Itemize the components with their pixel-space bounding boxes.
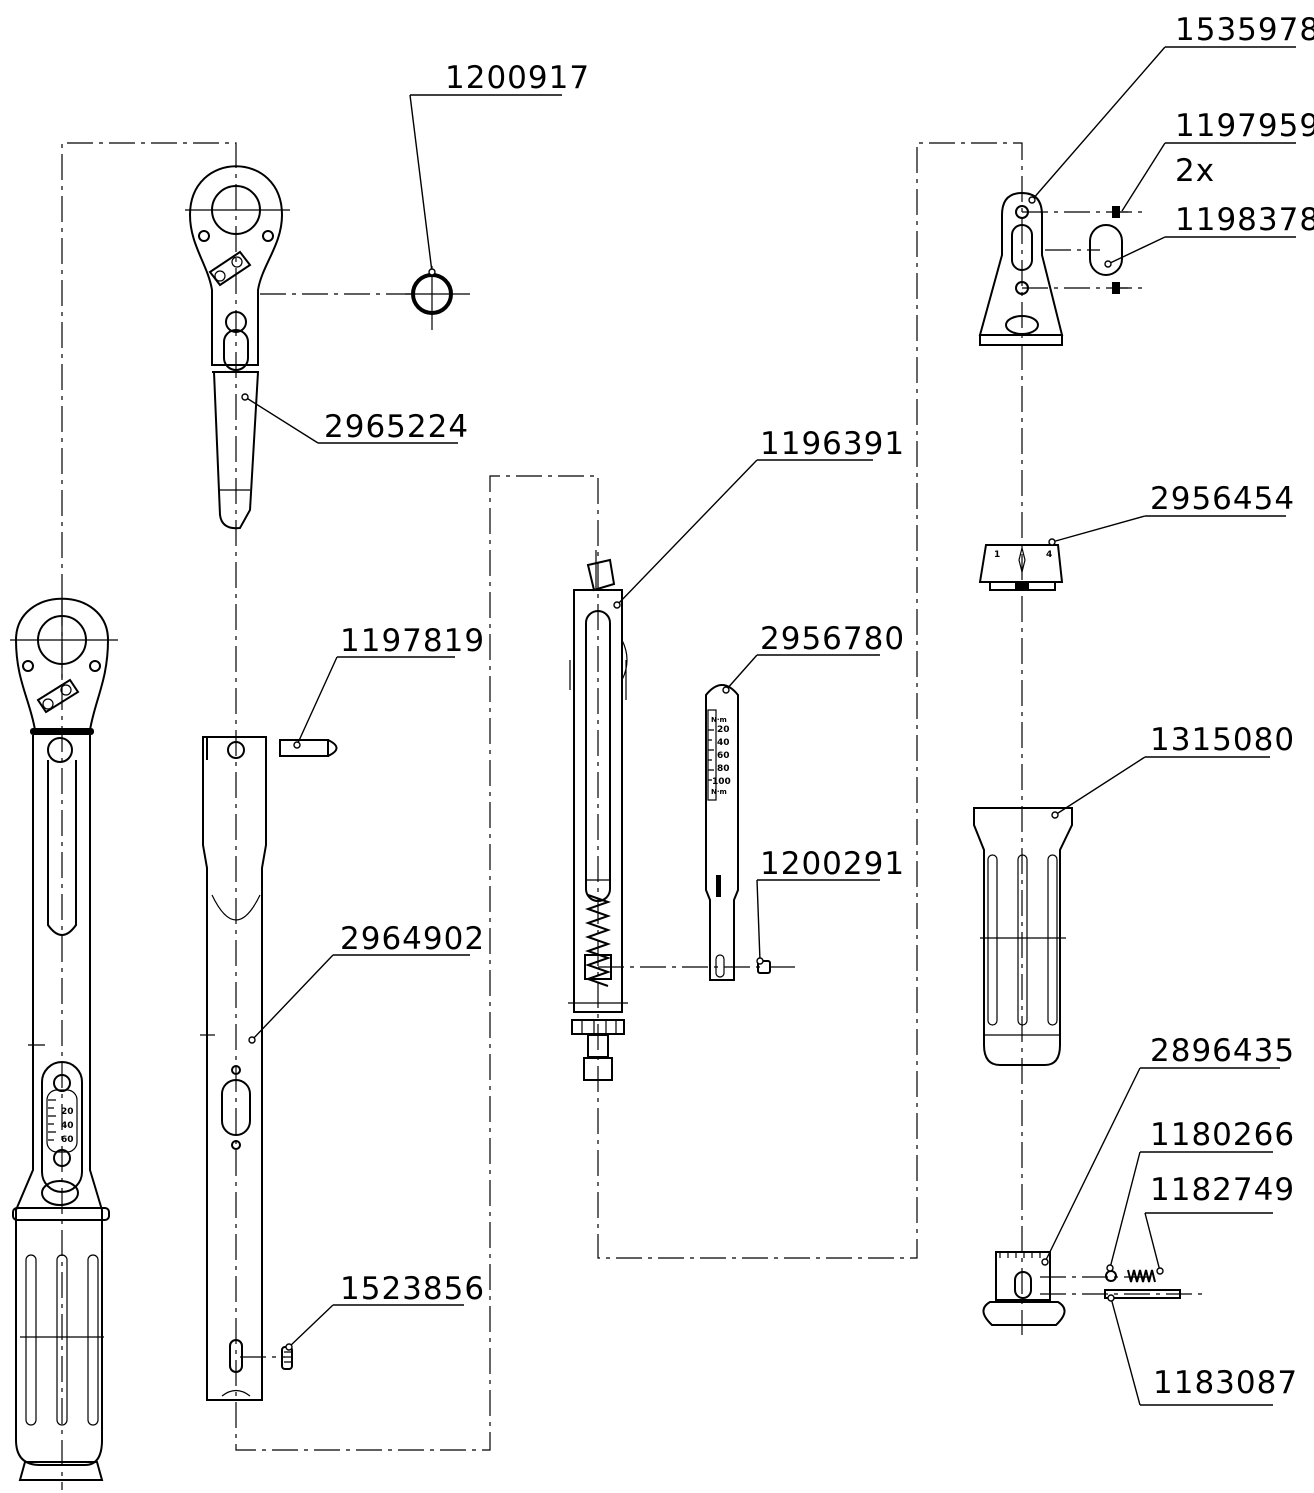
tube-2964902 [200,736,267,1401]
screw-1200291 [757,960,795,974]
part-label-2956780: 2956780 [760,621,905,657]
mechanism-1196391 [568,550,628,1081]
part-quantity-1197959: 2x [1175,153,1215,189]
scale-unit-label: N·m [711,716,727,724]
scale-tick-label: 20 [717,725,730,735]
scale-tick-label: 20 [61,1107,74,1117]
part-label-1182749: 1182749 [1150,1172,1295,1208]
end-bracket-1535978 [978,191,1064,346]
part-label-1198378: 1198378 [1175,202,1314,238]
part-label-2965224: 2965224 [324,409,469,445]
scale-tick-label: 40 [61,1121,74,1131]
assembled-torque-wrench: 20 40 60 [10,597,118,1481]
part-label-1196391: 1196391 [760,426,905,462]
scale-tick-label: 60 [61,1135,74,1145]
scale-tick-label: 60 [717,751,730,761]
part-label-1197959: 1197959 [1175,108,1314,144]
part-label-1183087: 1183087 [1153,1365,1298,1401]
scale-tick-label: 100 [712,777,731,787]
pin-1197819 [279,739,338,757]
scale-unit-label: N·m [711,788,727,796]
part-label-2896435: 2896435 [1150,1033,1295,1069]
slider-1198378 [1089,224,1123,276]
part-labels: 1200917 2965224 1197819 2964902 1523856 … [324,12,1314,1401]
ratchet-head-2965224 [185,165,290,530]
part-label-1200291: 1200291 [760,846,905,882]
part-label-2964902: 2964902 [340,921,485,957]
part-label-1535978: 1535978 [1175,12,1314,48]
leader-lines [244,46,1296,1406]
part-label-1197819: 1197819 [340,623,485,659]
part-label-1315080: 1315080 [1150,722,1295,758]
scale-2956780: 20 40 60 80 100 N·m N·m [705,684,739,981]
part-label-1200917: 1200917 [445,60,590,96]
adjuster-mark: 1 [994,550,1000,560]
end-cap-2896435 [982,1251,1066,1326]
adjuster-mark: 4 [1046,550,1052,560]
part-label-1180266: 1180266 [1150,1117,1295,1153]
part-label-1523856: 1523856 [340,1271,485,1307]
adjuster-ring-2956454: 1 4 [978,544,1064,591]
screw-1197959 [1112,206,1128,294]
scale-tick-label: 80 [717,764,730,774]
part-label-2956454: 2956454 [1150,481,1295,517]
handle-1315080 [973,807,1073,1066]
retaining-ring-1200917 [405,266,470,330]
leader-markers [241,196,1164,1351]
scale-tick-label: 40 [717,738,730,748]
